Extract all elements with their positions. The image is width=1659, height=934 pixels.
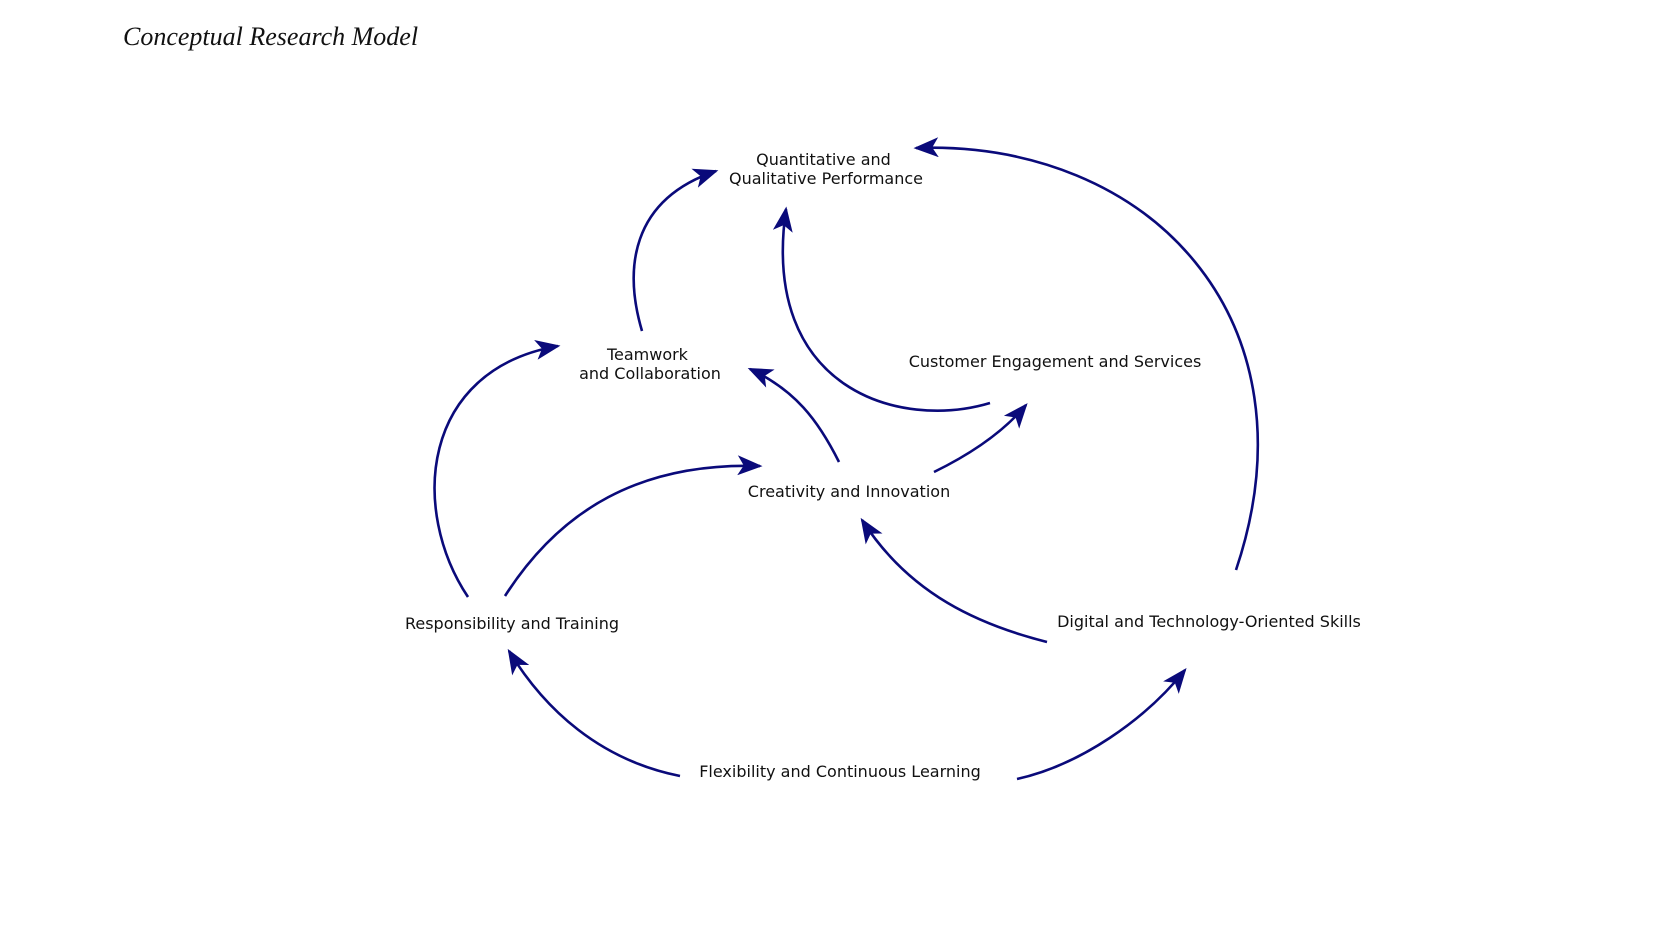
- node-flexibility-line-1: Flexibility and Continuous Learning: [699, 762, 981, 781]
- figure-title: Conceptual Research Model: [123, 22, 419, 51]
- edge-teamwork-to-performance: [632, 168, 719, 332]
- edge-customer-to-performance: [772, 206, 991, 412]
- edge-digital-to-creativity: [860, 517, 1048, 644]
- edge-digital-to-performance: [913, 137, 1260, 571]
- node-performance: Quantitative and Qualitative Performance: [729, 150, 923, 188]
- edge-flexibility-to-responsibility: [507, 648, 681, 778]
- node-digital: Digital and Technology-Oriented Skills: [1057, 612, 1361, 631]
- node-performance-line-1: Quantitative and: [756, 150, 891, 169]
- node-responsibility-line-1: Responsibility and Training: [405, 614, 619, 633]
- nodes-group: Quantitative and Qualitative Performance…: [405, 150, 1361, 781]
- node-responsibility: Responsibility and Training: [405, 614, 619, 633]
- edge-creativity-to-customer: [933, 403, 1028, 474]
- node-teamwork: Teamwork and Collaboration: [579, 345, 721, 383]
- node-customer-line-1: Customer Engagement and Services: [909, 352, 1202, 371]
- edge-responsibility-to-creativity: [503, 455, 763, 597]
- edges-group: [433, 137, 1260, 781]
- node-flexibility: Flexibility and Continuous Learning: [699, 762, 981, 781]
- node-creativity-line-1: Creativity and Innovation: [748, 482, 950, 501]
- edge-flexibility-to-digital: [1016, 668, 1187, 781]
- node-performance-line-2: Qualitative Performance: [729, 169, 923, 188]
- node-customer: Customer Engagement and Services: [909, 352, 1202, 371]
- edge-creativity-to-teamwork: [747, 367, 841, 463]
- node-digital-line-1: Digital and Technology-Oriented Skills: [1057, 612, 1361, 631]
- node-creativity: Creativity and Innovation: [748, 482, 950, 501]
- node-teamwork-line-1: Teamwork: [606, 345, 689, 364]
- edge-responsibility-to-teamwork: [433, 340, 561, 598]
- node-teamwork-line-2: and Collaboration: [579, 364, 721, 383]
